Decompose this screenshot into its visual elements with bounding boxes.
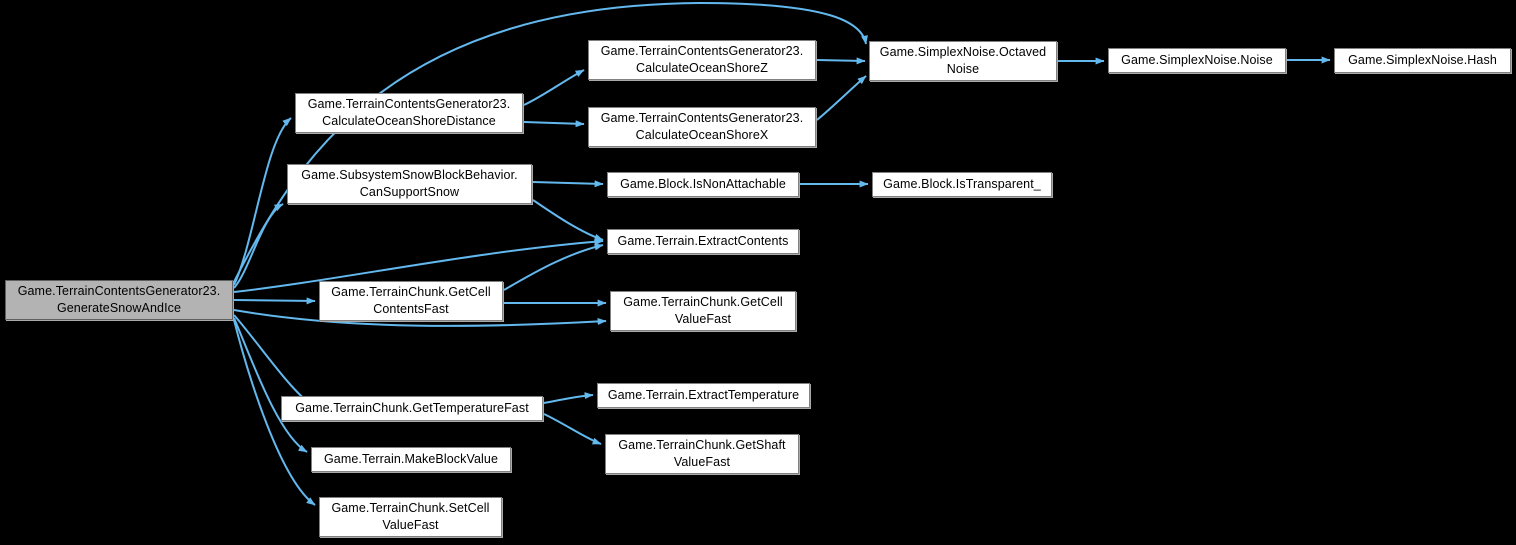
graph-edge-root-to-cansupport xyxy=(233,203,284,289)
graph-edge-root-to-shoredist xyxy=(233,117,292,286)
graph-node-getcellv[interactable]: Game.TerrainChunk.GetCell ValueFast xyxy=(610,291,796,331)
graph-node-cansupport[interactable]: Game.SubsystemSnowBlockBehavior. CanSupp… xyxy=(287,164,532,204)
graph-node-setcellv[interactable]: Game.TerrainChunk.SetCell ValueFast xyxy=(319,497,502,537)
graph-node-nonattach[interactable]: Game.Block.IsNonAttachable xyxy=(607,172,799,197)
graph-node-noise[interactable]: Game.SimplexNoise.Noise xyxy=(1108,48,1286,73)
graph-edge-root-to-makeblock xyxy=(233,317,308,453)
graph-edge-gettemp-to-extractt xyxy=(543,392,594,404)
graph-node-shorez[interactable]: Game.TerrainContentsGenerator23. Calcula… xyxy=(588,40,816,80)
graph-node-transp[interactable]: Game.Block.IsTransparent_ xyxy=(872,172,1052,197)
graph-edge-shorex-to-octaved xyxy=(816,75,867,121)
graph-node-extractt[interactable]: Game.Terrain.ExtractTemperature xyxy=(597,383,810,408)
graph-edge-gettemp-to-getshaft xyxy=(543,413,602,445)
graph-node-makeblock[interactable]: Game.Terrain.MakeBlockValue xyxy=(311,447,511,472)
graph-node-root: Game.TerrainContentsGenerator23. Generat… xyxy=(5,280,233,320)
graph-edge-cansupport-to-extractc xyxy=(532,199,604,241)
graph-edge-shoredist-to-shorex xyxy=(523,120,585,128)
graph-edge-root-to-getcellc xyxy=(233,297,316,305)
graph-node-gettemp[interactable]: Game.TerrainChunk.GetTemperatureFast xyxy=(281,396,543,421)
graph-node-shorex[interactable]: Game.TerrainContentsGenerator23. Calcula… xyxy=(588,107,816,147)
graph-edge-cansupport-to-nonattach xyxy=(532,180,604,188)
graph-edge-root-to-gettemp xyxy=(233,314,313,406)
graph-node-hash[interactable]: Game.SimplexNoise.Hash xyxy=(1334,48,1511,73)
graph-node-getshaft[interactable]: Game.TerrainChunk.GetShaft ValueFast xyxy=(605,434,799,474)
graph-node-octaved[interactable]: Game.SimplexNoise.Octaved Noise xyxy=(869,41,1057,81)
graph-node-getcellc[interactable]: Game.TerrainChunk.GetCell ContentsFast xyxy=(319,281,503,321)
graph-node-extractc[interactable]: Game.Terrain.ExtractContents xyxy=(607,229,799,254)
graph-node-shoredist[interactable]: Game.TerrainContentsGenerator23. Calcula… xyxy=(295,93,523,133)
graph-edge-getcellc-to-extractc xyxy=(503,243,604,291)
graph-edge-shoredist-to-shorez xyxy=(523,69,585,106)
graph-edge-shorez-to-octaved xyxy=(816,57,866,65)
